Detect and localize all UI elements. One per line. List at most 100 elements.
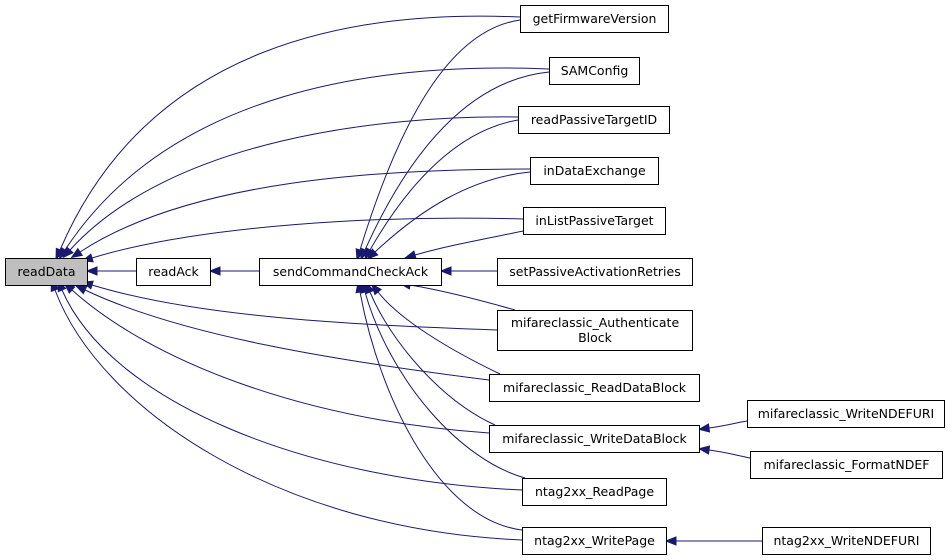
node-label: readData (18, 264, 76, 279)
edge-line (414, 229, 529, 256)
edge-line (374, 171, 531, 253)
node-box (489, 374, 700, 402)
edge-getFirmwareVersion-to-sendCommandCheckAck (355, 19, 521, 261)
node-box (523, 207, 666, 235)
arrowhead-icon (208, 266, 221, 276)
node-box (522, 478, 667, 506)
node-box (136, 258, 211, 286)
nodes-layer: readData readAck sendCommandCheckAck getFir… (5, 5, 945, 555)
edge-line (708, 449, 751, 459)
node-label: sendCommandCheckAck (273, 264, 429, 279)
node-box (5, 258, 88, 286)
edge-mifareclassic_WriteNDEFURI-to-mifareclassic_WriteDataBlock (697, 420, 748, 433)
node-mifareclassic_ReadDataBlock[interactable]: mifareclassic_ReadDataBlock (489, 374, 700, 402)
arrowhead-icon (74, 285, 88, 295)
node-box (497, 258, 693, 286)
node-label: SAMConfig (561, 63, 629, 78)
node-box (497, 310, 693, 351)
edge-mifareclassic_ReadDataBlock-to-readData (74, 285, 490, 381)
node-box (520, 5, 669, 33)
node-label: mifareclassic_ReadDataBlock (503, 380, 687, 395)
node-box (489, 425, 700, 453)
edge-mifareclassic_FormatNDEF-to-mifareclassic_WriteDataBlock (697, 445, 751, 459)
arrowhead-icon (697, 445, 711, 455)
node-box (259, 258, 442, 286)
edge-line (71, 289, 490, 434)
node-label: readAck (148, 264, 199, 279)
node-ntag2xx_WritePage[interactable]: ntag2xx_WritePage (522, 527, 667, 555)
node-label: Block (578, 330, 613, 345)
node-ntag2xx_WriteNDEFURI[interactable]: ntag2xx_WriteNDEFURI (762, 527, 931, 555)
node-SAMConfig[interactable]: SAMConfig (549, 57, 640, 85)
edge-line (369, 119, 519, 251)
node-box (747, 400, 945, 428)
node-inDataExchange[interactable]: inDataExchange (530, 157, 659, 185)
node-mifareclassic_FormatNDEF[interactable]: mifareclassic_FormatNDEF (750, 451, 943, 479)
edge-line (84, 289, 490, 381)
node-label: ntag2xx_WritePage (534, 533, 655, 548)
edge-SAMConfig-to-readData (58, 67, 550, 260)
node-inListPassiveTarget[interactable]: inListPassiveTarget (523, 207, 666, 235)
node-box (762, 527, 931, 555)
node-mifareclassic_WriteDataBlock[interactable]: mifareclassic_WriteDataBlock (489, 425, 700, 453)
node-box (549, 57, 640, 85)
edge-ntag2xx_WriteNDEFURI-to-ntag2xx_WritePage (664, 536, 762, 546)
edge-line (79, 168, 531, 253)
arrowhead-icon (697, 423, 711, 433)
node-label: mifareclassic_Authenticate (511, 315, 680, 330)
arrowhead-icon (439, 266, 452, 276)
edge-readPassiveTargetID-to-sendCommandCheckAck (364, 119, 519, 260)
edge-ntag2xx_WritePage-to-readData (50, 279, 523, 541)
edge-line (377, 291, 501, 375)
node-ntag2xx_ReadPage[interactable]: ntag2xx_ReadPage (522, 478, 667, 506)
edge-line (364, 71, 550, 251)
node-box (530, 157, 659, 185)
edge-line (369, 291, 496, 426)
edge-inListPassiveTarget-to-readData (81, 217, 524, 263)
edge-setPassiveActivationRetries-to-sendCommandCheckAck (439, 266, 497, 276)
arrowhead-icon (85, 266, 98, 276)
node-label: mifareclassic_FormatNDEF (763, 457, 929, 472)
node-setPassiveActivationRetries[interactable]: setPassiveActivationRetries (497, 258, 693, 286)
node-readData[interactable]: readData (5, 258, 88, 286)
node-readAck[interactable]: readAck (136, 258, 211, 286)
edge-line (364, 291, 526, 479)
edge-line (64, 67, 550, 251)
node-label: ntag2xx_WriteNDEFURI (773, 533, 919, 548)
arrowhead-icon (404, 250, 417, 260)
node-readPassiveTargetID[interactable]: readPassiveTargetID (518, 106, 670, 134)
edge-line (59, 15, 521, 251)
edge-line (708, 420, 748, 429)
node-label: ntag2xx_ReadPage (535, 484, 654, 499)
edge-line (61, 289, 523, 491)
edge-line (359, 19, 521, 251)
edge-getFirmwareVersion-to-readData (55, 15, 521, 261)
edge-inDataExchange-to-readData (70, 168, 531, 259)
edge-inDataExchange-to-sendCommandCheckAck (366, 171, 531, 260)
node-sendCommandCheckAck[interactable]: sendCommandCheckAck (259, 258, 442, 286)
edge-mifareclassic_AuthenticateBlock-to-readData (81, 280, 498, 331)
edge-line (54, 289, 523, 541)
arrowhead-icon (62, 246, 74, 259)
edge-line (359, 291, 523, 531)
edge-inListPassiveTarget-to-sendCommandCheckAck (404, 229, 529, 260)
node-getFirmwareVersion[interactable]: getFirmwareVersion (520, 5, 669, 33)
edge-ntag2xx_ReadPage-to-readData (57, 279, 523, 491)
node-label: mifareclassic_WriteDataBlock (502, 431, 687, 446)
node-label: mifareclassic_WriteNDEFURI (758, 406, 934, 421)
node-box (750, 451, 943, 479)
node-label: inListPassiveTarget (535, 213, 653, 228)
node-label: readPassiveTargetID (531, 112, 657, 127)
node-label: inDataExchange (543, 163, 646, 178)
arrowhead-icon (70, 247, 83, 259)
arrowhead-icon (664, 536, 677, 546)
node-mifareclassic_WriteNDEFURI[interactable]: mifareclassic_WriteNDEFURI (747, 400, 945, 428)
edge-line (91, 284, 498, 331)
node-label: getFirmwareVersion (533, 11, 657, 26)
edge-readPassiveTargetID-to-readData (62, 116, 519, 259)
arrowhead-icon (366, 248, 379, 260)
edge-sendCommandCheckAck-to-readAck (208, 266, 259, 276)
edge-line (69, 116, 519, 251)
